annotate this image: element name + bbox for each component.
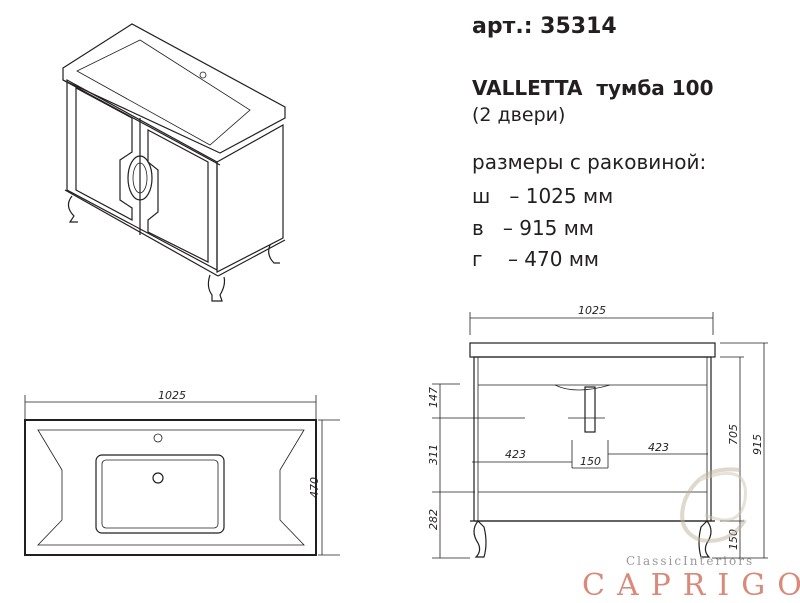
dimension-height: в – 915 мм — [472, 216, 594, 240]
front-width-label: 1025 — [578, 304, 606, 317]
dim-282-label: 282 — [427, 509, 440, 530]
front-view: 1025 423 150 423 147 311 282 705 — [427, 304, 768, 559]
dim-311-label: 311 — [427, 444, 440, 465]
pipe-gap-label: 150 — [580, 455, 601, 468]
model-title: VALLETTA тумба 100 — [472, 76, 714, 100]
dimensions-heading: размеры с раковиной: — [472, 150, 707, 174]
caprigo-logo-mark — [680, 467, 747, 543]
total-height-label: 915 — [751, 434, 764, 455]
top-depth-label: 470 — [308, 477, 321, 498]
dimension-width: ш – 1025 мм — [472, 184, 614, 208]
logo-brand: CAPRIGO — [582, 568, 800, 603]
pipe-left-label: 423 — [505, 448, 526, 461]
body-height-label: 705 — [727, 424, 740, 445]
dim-147-label: 147 — [427, 387, 440, 408]
door-count: (2 двери) — [472, 104, 566, 126]
article-number: арт.: 35314 — [472, 14, 617, 39]
top-view: 1025 470 — [24, 389, 340, 556]
dimension-depth: г – 470 мм — [472, 247, 600, 271]
isometric-view — [62, 23, 286, 302]
logo-subtitle: ClassicInteriors — [626, 554, 755, 568]
pipe-right-label: 423 — [648, 441, 669, 454]
top-width-label: 1025 — [158, 389, 186, 402]
